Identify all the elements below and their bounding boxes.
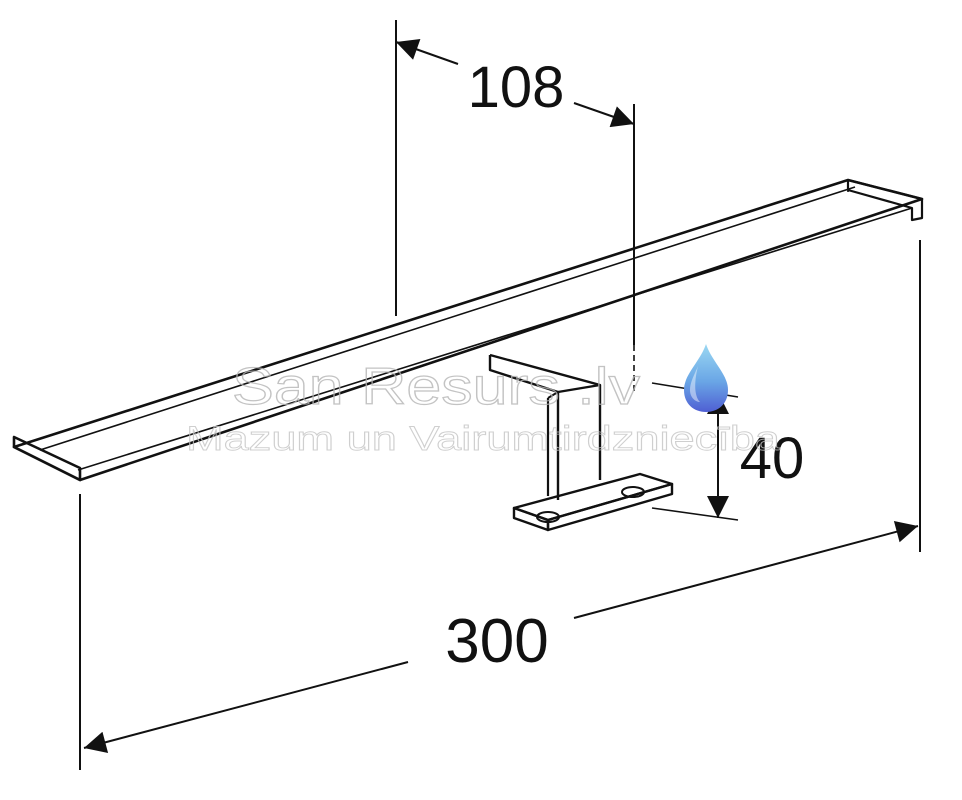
extension-line-bottom (651, 507, 739, 521)
dimension-40: 40 (651, 382, 805, 521)
dimension-label-300: 300 (445, 607, 548, 676)
dimension-label-108: 108 (468, 55, 565, 120)
light-bar (12, 178, 924, 482)
dimension-arrow-left (83, 661, 409, 753)
mounting-bracket (488, 353, 674, 532)
dimension-arrow-right (573, 521, 919, 619)
watermark: San Resurs .lv Mazum un Vairumtirdzniecī… (186, 344, 781, 458)
dimension-arrow-left (395, 38, 459, 65)
watermark-title: San Resurs .lv (232, 358, 640, 416)
dimension-arrow-right (573, 102, 635, 128)
dimension-300: 300 (79, 240, 921, 770)
dimension-108: 108 (395, 20, 635, 392)
dimension-label-40: 40 (740, 426, 805, 491)
watermark-subtitle: Mazum un Vairumtirdzniecība (186, 420, 780, 458)
water-drop-icon (684, 344, 728, 412)
